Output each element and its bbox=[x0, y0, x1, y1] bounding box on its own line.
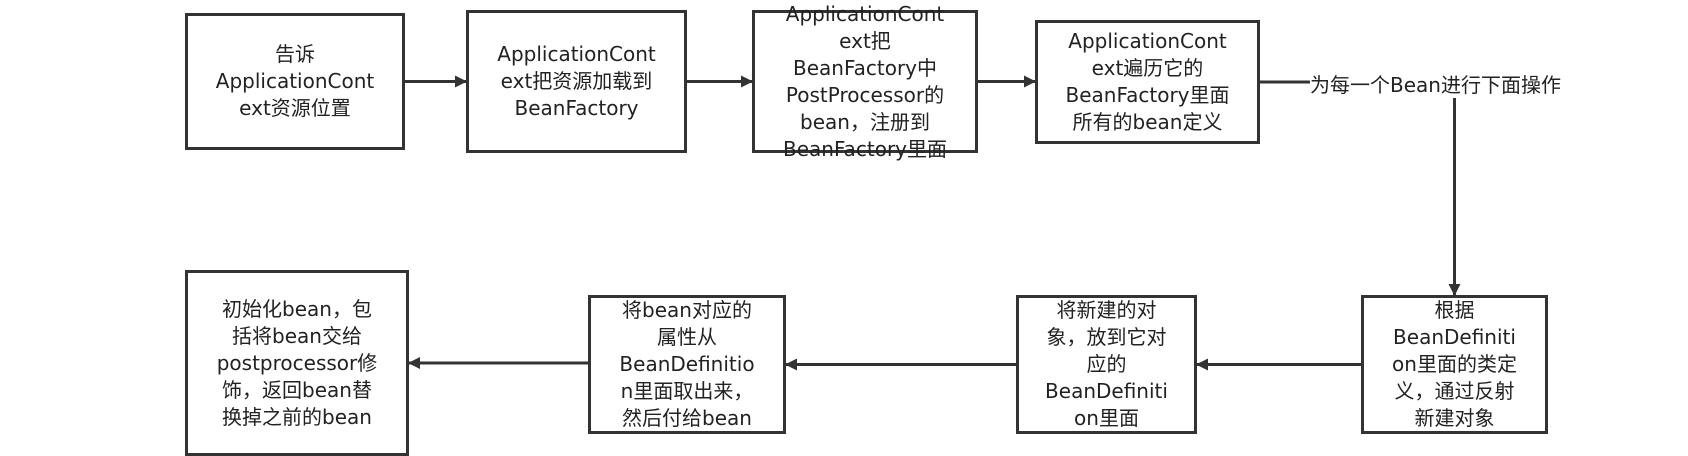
node-text-line: BeanDefiniti bbox=[1393, 325, 1516, 349]
node-text-line: ext遍历它的 bbox=[1091, 56, 1204, 80]
node-text-line: 根据 bbox=[1434, 298, 1475, 322]
process-node-4: ApplicationCont ext遍历它的 BeanFactory里面所有的be… bbox=[1035, 20, 1260, 144]
process-node-6: 将新建的对象，放到它对应的 BeanDefiniti on里面 bbox=[1016, 295, 1197, 434]
node-text-line: ext把资源加载到 bbox=[500, 69, 653, 93]
node-text-line: 括将bean交给 bbox=[232, 323, 362, 348]
node-text-line: BeanDefiniti bbox=[1045, 379, 1168, 403]
node-text-line: ApplicationCont bbox=[785, 1, 945, 26]
node-text-line: 换掉之前的bean bbox=[222, 404, 372, 429]
node-text-line: ext资源位置 bbox=[239, 96, 351, 120]
node-text-line: BeanFactory里面 bbox=[782, 136, 947, 161]
node-text-line: on里面的类定 bbox=[1392, 352, 1517, 376]
process-node-5: 根据 BeanDefiniti on里面的类定义，通过反射新建对象 bbox=[1361, 295, 1548, 434]
node-text-line: postprocessor修 bbox=[216, 350, 378, 375]
node-text-line: 应的 bbox=[1086, 352, 1127, 376]
node-text-line: 属性从 bbox=[657, 325, 717, 349]
node-text-line: ApplicationCont bbox=[215, 69, 375, 93]
node-text-line: 所有的bean定义 bbox=[1072, 110, 1223, 134]
node-text-line: 象，放到它对 bbox=[1046, 325, 1167, 349]
process-node-2: ApplicationCont ext把资源加载到 BeanFactory bbox=[466, 10, 687, 153]
node-text-line: 将新建的对 bbox=[1056, 298, 1157, 322]
node-text-line: BeanFactory bbox=[514, 96, 639, 120]
process-node-1: 告诉 ApplicationCont ext资源位置 bbox=[185, 13, 405, 150]
node-text-line: 将bean对应的 bbox=[622, 298, 752, 322]
node-text-line: ext把 bbox=[839, 28, 891, 53]
node-text-line: 初始化bean，包 bbox=[222, 296, 372, 321]
node-text-line: 新建对象 bbox=[1414, 406, 1495, 430]
node-text-line: BeanFactory里面 bbox=[1065, 83, 1230, 107]
node-text-line: 告诉 bbox=[275, 42, 315, 66]
node-text-line: bean，注册到 bbox=[800, 109, 930, 134]
node-text-line: 然后付给bean bbox=[622, 406, 752, 430]
process-node-7: 将bean对应的属性从 BeanDefinitio n里面取出来， 然后付给bean bbox=[588, 295, 786, 434]
node-text-line: on里面 bbox=[1074, 406, 1139, 430]
node-text-line: 饰，返回bean替 bbox=[222, 377, 372, 402]
edge-label: 为每一个Bean进行下面操作 bbox=[1310, 72, 1561, 98]
node-text-line: ApplicationCont bbox=[497, 42, 656, 66]
node-text-line: BeanFactory中 bbox=[792, 55, 937, 80]
node-text-line: ApplicationCont bbox=[1068, 29, 1227, 53]
node-text-line: n里面取出来， bbox=[620, 379, 754, 403]
node-text-line: PostProcessor的 bbox=[785, 82, 945, 107]
node-text-line: 义，通过反射 bbox=[1394, 379, 1515, 403]
node-text-line: BeanDefinitio bbox=[619, 352, 755, 376]
